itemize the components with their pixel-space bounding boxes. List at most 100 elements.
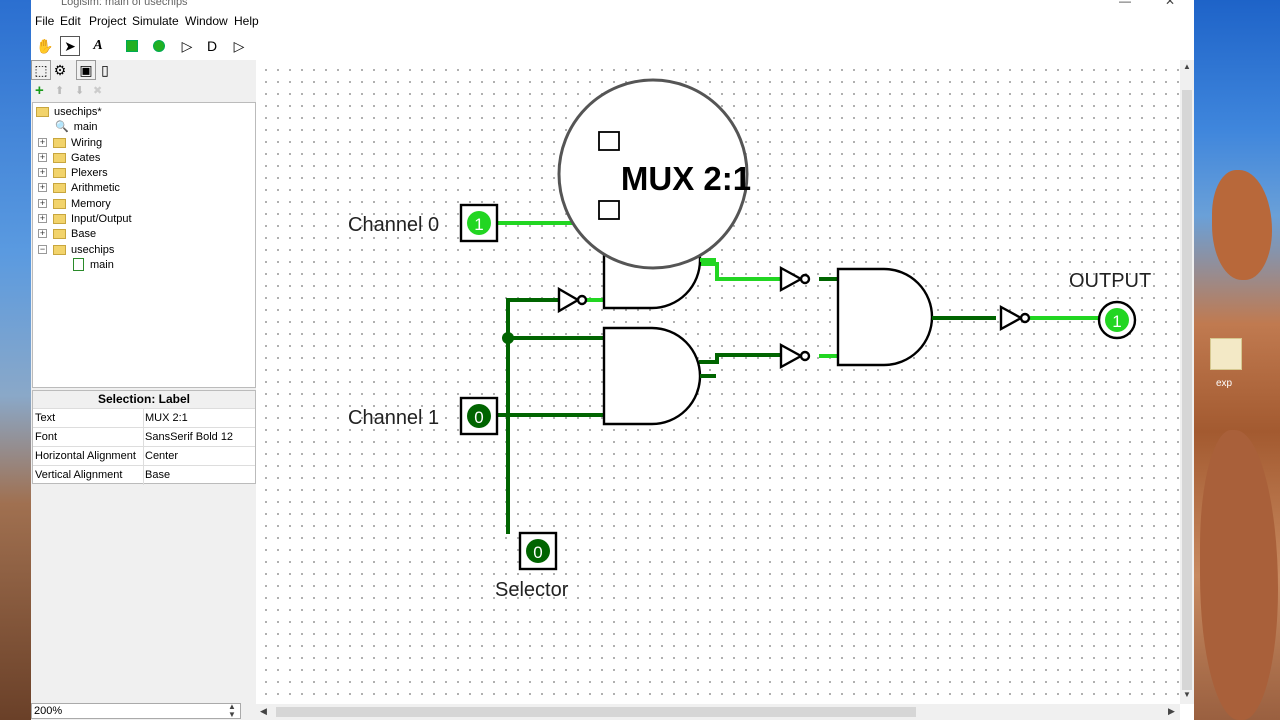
- tree-item-gates[interactable]: + Gates: [38, 150, 100, 165]
- tree-item-label: Gates: [71, 151, 101, 164]
- property-value-valign[interactable]: Base: [145, 469, 171, 481]
- tree-item-label: Base: [71, 227, 97, 240]
- or-gate-icon[interactable]: ▷: [233, 37, 245, 54]
- output-pin-icon[interactable]: [149, 36, 169, 56]
- tree-item-label: main: [73, 120, 98, 133]
- folder-icon: [53, 182, 66, 193]
- toolbar: ✋ ➤ A ▷ D ▷: [31, 33, 255, 59]
- property-row-valign[interactable]: Vertical Alignment Base: [33, 465, 255, 485]
- tree-item-base[interactable]: + Base: [38, 226, 96, 241]
- horizontal-scrollbar[interactable]: ◀ ▶: [256, 704, 1180, 720]
- vertical-scroll-thumb[interactable]: [1182, 90, 1192, 690]
- input-pin-channel-0[interactable]: 1: [459, 203, 499, 243]
- tree-item-usechips[interactable]: −usechips: [38, 242, 114, 257]
- menu-simulate[interactable]: Simulate: [132, 14, 179, 28]
- folder-icon: [53, 137, 66, 148]
- channel-0-label: Channel 0: [348, 214, 440, 236]
- tree-item-memory[interactable]: +Memory: [38, 196, 111, 211]
- menu-file[interactable]: File: [35, 14, 55, 28]
- scroll-up-icon[interactable]: ▲: [1183, 62, 1191, 71]
- property-value-halign[interactable]: Center: [145, 450, 179, 462]
- output-pin[interactable]: 1: [1097, 300, 1137, 340]
- input-pin-channel-1[interactable]: 0: [459, 396, 499, 436]
- folder-icon: [53, 167, 66, 178]
- magnifier-icon: 🔍: [55, 121, 69, 133]
- expand-icon[interactable]: +: [38, 152, 47, 162]
- menu-bar: [31, 12, 1194, 32]
- expand-icon[interactable]: +: [38, 213, 47, 223]
- property-row-text[interactable]: Text MUX 2:1: [33, 408, 255, 428]
- and-gate-icon[interactable]: D: [206, 38, 218, 54]
- zoom-field[interactable]: 200%: [31, 703, 241, 719]
- desktop-file-icon[interactable]: [1210, 338, 1242, 370]
- mux-label: MUX 2:1: [621, 160, 751, 197]
- vertical-scrollbar[interactable]: ▲ ▼: [1180, 60, 1194, 704]
- property-key: Text: [35, 412, 56, 424]
- menu-help[interactable]: Help: [234, 14, 259, 28]
- menu-project[interactable]: Project: [89, 14, 127, 28]
- appearance-icon[interactable]: ▣: [76, 60, 96, 80]
- folder-icon: [53, 213, 66, 224]
- expand-icon[interactable]: +: [38, 182, 47, 192]
- channel-0-value: 1: [474, 215, 483, 234]
- desktop-icon-label: exp: [1216, 378, 1233, 389]
- add-circuit-icon[interactable]: +: [35, 82, 44, 99]
- property-row-halign[interactable]: Horizontal Alignment Center: [33, 446, 255, 466]
- desktop-background-left: [0, 0, 32, 720]
- text-tool-icon[interactable]: A: [93, 38, 103, 53]
- channel-1-label: Channel 1: [348, 407, 440, 429]
- tree-item-main-active[interactable]: 🔍 main: [55, 119, 98, 134]
- selector-label: Selector: [495, 579, 569, 601]
- scroll-right-icon[interactable]: ▶: [1168, 706, 1175, 716]
- close-button[interactable]: ✕: [1165, 0, 1176, 8]
- tree-item-wiring[interactable]: +Wiring: [38, 135, 102, 150]
- expand-icon[interactable]: +: [38, 167, 47, 177]
- channel-1-value: 0: [474, 408, 483, 427]
- tree-item-project[interactable]: usechips*: [36, 104, 102, 119]
- input-pin-icon[interactable]: [122, 36, 142, 56]
- menu-window[interactable]: Window: [185, 14, 228, 28]
- delete-icon[interactable]: ✖: [93, 85, 103, 97]
- not-gate-icon[interactable]: ▷: [181, 37, 193, 54]
- logisim-window: Logisim: main of usechips — ✕ File Edit …: [31, 0, 1194, 720]
- folder-icon: [53, 228, 66, 239]
- circuit-diagram: 1 0 0 1 MUX 2:1: [459, 78, 1137, 571]
- tree-item-label: main: [90, 258, 114, 271]
- property-key: Horizontal Alignment: [35, 450, 136, 462]
- expand-icon[interactable]: +: [38, 137, 47, 147]
- circuit-canvas[interactable]: 1 0 0 1 MUX 2:1: [256, 60, 1180, 704]
- select-arrow-icon[interactable]: ➤: [60, 36, 80, 56]
- desert-rock: [1200, 430, 1278, 720]
- menu-edit[interactable]: Edit: [60, 14, 81, 28]
- folder-icon: [53, 244, 66, 255]
- tree-item-input-output[interactable]: +Input/Output: [38, 211, 132, 226]
- edit-circuit-icon[interactable]: ⬚: [31, 60, 51, 80]
- move-up-icon[interactable]: ⬆: [55, 85, 65, 97]
- desktop-background-right: exp: [1192, 0, 1280, 720]
- input-pin-selector[interactable]: 0: [518, 531, 558, 571]
- property-row-font[interactable]: Font SansSerif Bold 12: [33, 427, 255, 447]
- tree-item-plexers[interactable]: +Plexers: [38, 165, 108, 180]
- output-label: OUTPUT: [1069, 270, 1152, 292]
- property-value-font[interactable]: SansSerif Bold 12: [145, 431, 234, 443]
- collapse-icon[interactable]: −: [38, 244, 47, 254]
- property-value-text[interactable]: MUX 2:1: [145, 412, 188, 424]
- expand-icon[interactable]: +: [38, 198, 47, 208]
- expand-icon[interactable]: +: [38, 228, 47, 238]
- tree-item-label: usechips*: [54, 105, 102, 118]
- output-value: 1: [1112, 312, 1121, 331]
- tree-item-arithmetic[interactable]: +Arithmetic: [38, 180, 120, 195]
- tree-item-usechips-main[interactable]: main: [73, 257, 114, 272]
- poke-hand-icon[interactable]: ✋: [36, 37, 54, 54]
- properties-title: Selection: Label: [33, 391, 255, 408]
- property-key: Font: [35, 431, 58, 443]
- move-down-icon[interactable]: ⬇: [75, 85, 85, 97]
- zoom-spinner-icon[interactable]: ▲▼: [228, 702, 236, 719]
- property-key: Vertical Alignment: [35, 469, 123, 481]
- horizontal-scroll-thumb[interactable]: [276, 707, 916, 717]
- scroll-down-icon[interactable]: ▼: [1183, 690, 1191, 699]
- scroll-left-icon[interactable]: ◀: [260, 706, 267, 716]
- layout-icon[interactable]: ▯: [101, 61, 109, 78]
- minimize-button[interactable]: —: [1119, 0, 1131, 8]
- simulation-tree-icon[interactable]: ⚙: [53, 61, 67, 78]
